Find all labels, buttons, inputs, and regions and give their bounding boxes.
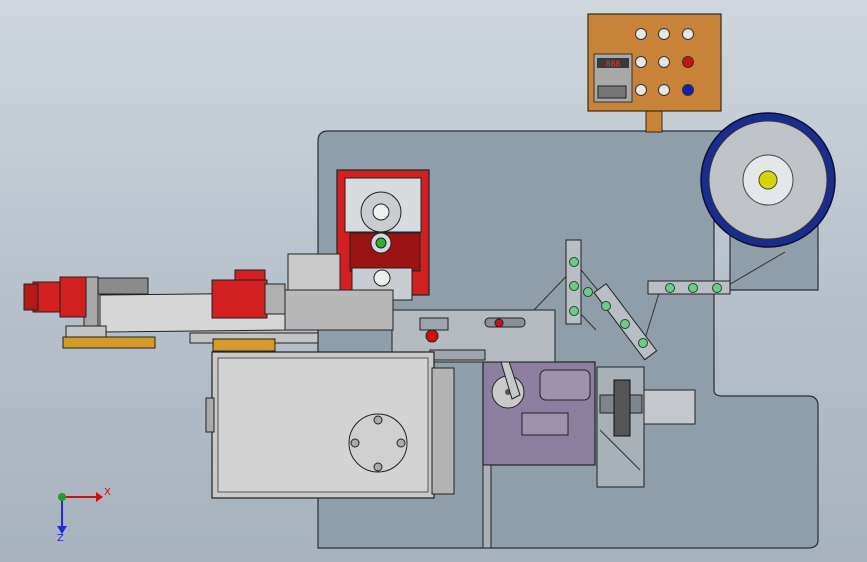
guide-roller: [569, 281, 579, 291]
guide-roller: [569, 257, 579, 267]
right-bearing-assembly: [596, 366, 696, 488]
support-post: [482, 464, 492, 549]
controller-keypad: [597, 85, 627, 99]
axis-z-label: Z: [57, 533, 64, 544]
panel-button: [658, 84, 670, 96]
panel-button: [682, 56, 694, 68]
cutter-plate: [391, 309, 556, 363]
purple-bracket: [482, 361, 596, 466]
gearbox-housing: [205, 351, 455, 499]
panel-button: [682, 84, 694, 96]
axis-x-arrow: [96, 492, 103, 502]
guide-roller: [688, 283, 698, 293]
feed-head-assembly: [336, 169, 430, 301]
panel-button: [635, 28, 647, 40]
left-motor: [23, 276, 87, 318]
guide-roller: [665, 283, 675, 293]
guide-rollers: [569, 257, 722, 348]
guide-roller: [712, 283, 722, 293]
axis-origin: [58, 493, 66, 501]
axis-triad: [57, 492, 103, 534]
left-conveyor-assembly: [62, 253, 394, 352]
guide-roller: [620, 319, 630, 329]
red-knob: [425, 329, 439, 343]
panel-buttons: [635, 28, 694, 96]
controller-display-text: 888: [606, 60, 621, 69]
guide-roller: [569, 306, 579, 316]
guide-roller: [638, 338, 648, 348]
middle-motor: [211, 269, 286, 319]
film-reel: [700, 112, 836, 248]
control-panel: 888: [587, 13, 722, 112]
guide-roller: [583, 287, 593, 297]
panel-button: [682, 28, 694, 40]
panel-button: [658, 28, 670, 40]
axis-z-arrow: [57, 526, 67, 534]
panel-mount-stem: [645, 110, 663, 133]
controller-display: [597, 58, 629, 68]
reel-hub-core: [758, 170, 778, 190]
guide-roller: [601, 301, 611, 311]
axis-x-label: X: [104, 487, 111, 498]
panel-button: [635, 56, 647, 68]
panel-button: [635, 84, 647, 96]
panel-button: [658, 56, 670, 68]
